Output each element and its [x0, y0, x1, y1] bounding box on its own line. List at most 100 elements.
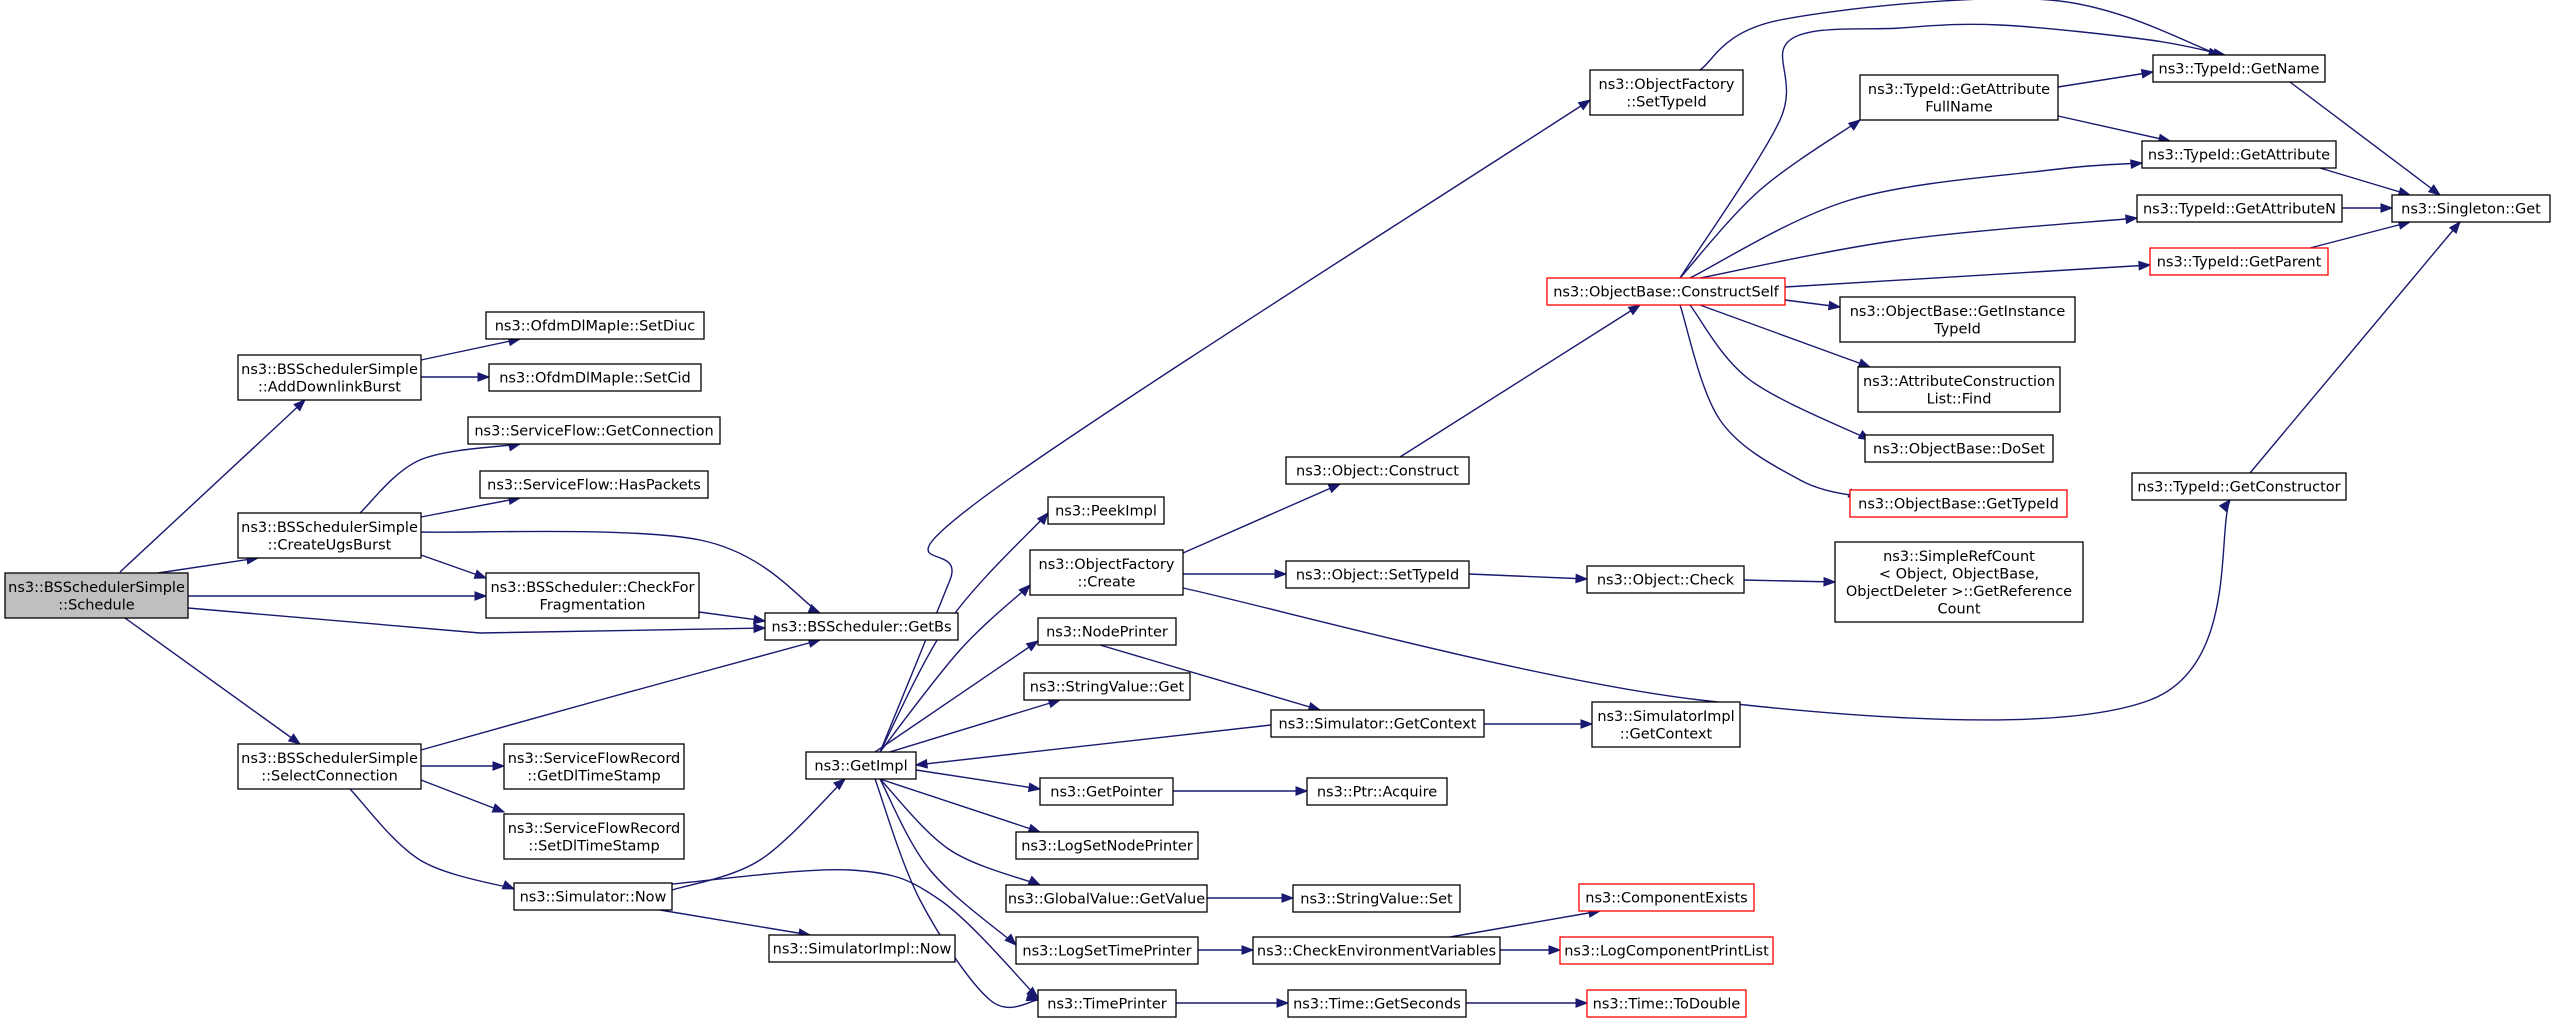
- edge-select_connection-to-get_dl_timestamp: [421, 761, 506, 771]
- node-create-ugs-burst[interactable]: ns3::BSSchedulerSimple::CreateUgsBurst: [237, 512, 422, 559]
- node-object-base-get-type-id[interactable]: ns3::ObjectBase::GetTypeId: [1849, 489, 2068, 518]
- node-box: [1015, 936, 1199, 965]
- node-simulator-get-context[interactable]: ns3::Simulator::GetContext: [1270, 709, 1485, 738]
- node-simple-ref-count-get-reference-count[interactable]: ns3::SimpleRefCount< Object, ObjectBase,…: [1834, 541, 2084, 623]
- node-box: [1287, 989, 1467, 1018]
- node-label: ns3::StringValue::Get: [1030, 680, 1185, 696]
- node-object-base-construct-self[interactable]: ns3::ObjectBase::ConstructSelf: [1546, 277, 1786, 306]
- node-object-factory-create[interactable]: ns3::ObjectFactory::Create: [1029, 549, 1184, 596]
- edge-type_id_get_attribute_full_name-to-type_id_get_attribute: [2057, 115, 2172, 144]
- node-select-connection[interactable]: ns3::BSSchedulerSimple::SelectConnection: [237, 743, 422, 790]
- node-singleton-get[interactable]: ns3::Singleton::Get: [2391, 194, 2551, 223]
- node-box: [1591, 701, 1741, 748]
- node-label: ns3::SimpleRefCount: [1883, 549, 2035, 565]
- node-object-construct[interactable]: ns3::Object::Construct: [1285, 456, 1470, 485]
- node-node-printer[interactable]: ns3::NodePrinter: [1037, 617, 1177, 646]
- node-string-value-set[interactable]: ns3::StringValue::Set: [1292, 884, 1461, 913]
- node-box: [1039, 777, 1174, 806]
- edge-object_base_construct_self-to-object_base_get_instance_type_id: [1784, 299, 1842, 311]
- node-box: [479, 470, 709, 499]
- node-label: ns3::GetImpl: [814, 759, 907, 775]
- node-simulator-impl-get-context[interactable]: ns3::SimulatorImpl::GetContext: [1591, 701, 1741, 748]
- node-label: ns3::BSSchedulerSimple: [241, 751, 418, 767]
- node-get-pointer[interactable]: ns3::GetPointer: [1039, 777, 1174, 806]
- node-box: [2131, 472, 2347, 501]
- edge-schedule-to-get_bs: [187, 607, 767, 634]
- node-object-factory-set-type-id[interactable]: ns3::ObjectFactory::SetTypeId: [1589, 69, 1744, 116]
- node-box: [467, 416, 721, 445]
- node-label: ns3::NodePrinter: [1046, 625, 1168, 641]
- node-log-set-node-printer[interactable]: ns3::LogSetNodePrinter: [1015, 831, 1199, 860]
- function-nodes: ns3::BSSchedulerSimple::Schedulens3::BSS…: [4, 54, 2551, 1018]
- node-label: ObjectDeleter >::GetReference: [1846, 584, 2072, 600]
- node-box: [4, 572, 189, 619]
- node-set-cid[interactable]: ns3::OfdmDlMapIe::SetCid: [488, 363, 702, 392]
- node-has-packets[interactable]: ns3::ServiceFlow::HasPackets: [479, 470, 709, 499]
- edge-time_get_seconds-to-time_to_double: [1466, 998, 1589, 1008]
- node-type-id-get-parent[interactable]: ns3::TypeId::GetParent: [2149, 247, 2329, 276]
- node-get-connection[interactable]: ns3::ServiceFlow::GetConnection: [467, 416, 721, 445]
- node-log-component-print-list[interactable]: ns3::LogComponentPrintList: [1559, 936, 1774, 965]
- edge-type_id_get_attribute_full_name-to-type_id_get_name: [2057, 68, 2155, 88]
- edge-time_printer-to-time_get_seconds: [1176, 998, 1290, 1008]
- node-box: [1285, 456, 1470, 485]
- edge-schedule-to-check_for_fragmentation: [188, 591, 488, 601]
- node-label: ns3::Ptr::Acquire: [1317, 785, 1437, 801]
- node-get-impl[interactable]: ns3::GetImpl: [805, 751, 917, 780]
- node-check-environment-variables[interactable]: ns3::CheckEnvironmentVariables: [1252, 936, 1501, 965]
- node-label: List::Find: [1927, 391, 1992, 407]
- node-box: [1005, 884, 1208, 913]
- edge-simulator_now-to-time_printer: [671, 868, 1040, 999]
- node-set-dl-timestamp[interactable]: ns3::ServiceFlowRecord::SetDlTimeStamp: [503, 813, 685, 860]
- node-get-bs[interactable]: ns3::BSScheduler::GetBs: [764, 612, 959, 641]
- node-simulator-impl-now[interactable]: ns3::SimulatorImpl::Now: [768, 934, 956, 963]
- node-label: ::GetContext: [1620, 726, 1713, 742]
- node-label: ns3::ServiceFlowRecord: [508, 751, 681, 767]
- node-label: ::SetDlTimeStamp: [528, 838, 659, 854]
- node-object-base-do-set[interactable]: ns3::ObjectBase::DoSet: [1864, 434, 2054, 463]
- node-time-printer[interactable]: ns3::TimePrinter: [1037, 989, 1177, 1018]
- node-set-diuc[interactable]: ns3::OfdmDlMapIe::SetDiuc: [485, 311, 705, 340]
- edge-type_id_get_constructor-to-singleton_get: [2249, 220, 2461, 474]
- node-peek-impl[interactable]: ns3::PeekImpl: [1047, 496, 1165, 525]
- node-box: [513, 882, 673, 911]
- node-time-to-double[interactable]: ns3::Time::ToDouble: [1586, 989, 1747, 1018]
- node-simulator-now[interactable]: ns3::Simulator::Now: [513, 882, 673, 911]
- edge-object_check-to-simple_ref_count_get_reference_count: [1743, 576, 1837, 587]
- edge-schedule-to-select_connection: [124, 617, 302, 745]
- node-object-check[interactable]: ns3::Object::Check: [1586, 565, 1745, 594]
- node-global-value-get-value[interactable]: ns3::GlobalValue::GetValue: [1005, 884, 1208, 913]
- node-label: ns3::Time::GetSeconds: [1293, 997, 1461, 1013]
- node-label: FullName: [1925, 99, 1993, 115]
- edge-type_id_get_parent-to-singleton_get: [2309, 220, 2412, 249]
- node-log-set-time-printer[interactable]: ns3::LogSetTimePrinter: [1015, 936, 1199, 965]
- node-label: ns3::Singleton::Get: [2401, 202, 2541, 218]
- node-string-value-get[interactable]: ns3::StringValue::Get: [1023, 672, 1191, 701]
- node-schedule[interactable]: ns3::BSSchedulerSimple::Schedule: [4, 572, 189, 619]
- edge-global_value_get_value-to-string_value_set: [1207, 893, 1295, 903]
- node-ptr-acquire[interactable]: ns3::Ptr::Acquire: [1306, 777, 1448, 806]
- node-type-id-get-name[interactable]: ns3::TypeId::GetName: [2152, 54, 2326, 83]
- node-time-get-seconds[interactable]: ns3::Time::GetSeconds: [1287, 989, 1467, 1018]
- edge-get_impl-to-string_value_get: [879, 698, 1062, 756]
- node-box: [2136, 194, 2343, 223]
- node-label: ns3::TypeId::GetConstructor: [2137, 480, 2340, 496]
- node-label: ::Create: [1078, 574, 1136, 590]
- node-box: [1037, 989, 1177, 1018]
- node-label: ns3::Simulator::GetContext: [1279, 717, 1477, 733]
- node-component-exists[interactable]: ns3::ComponentExists: [1578, 883, 1755, 912]
- node-add-downlink-burst[interactable]: ns3::BSSchedulerSimple::AddDownlinkBurst: [237, 354, 422, 401]
- node-label: ns3::ObjectBase::ConstructSelf: [1553, 285, 1779, 301]
- node-get-dl-timestamp[interactable]: ns3::ServiceFlowRecord::GetDlTimeStamp: [503, 743, 685, 790]
- node-type-id-get-constructor[interactable]: ns3::TypeId::GetConstructor: [2131, 472, 2347, 501]
- node-type-id-get-attribute-n[interactable]: ns3::TypeId::GetAttributeN: [2136, 194, 2343, 223]
- node-object-set-type-id[interactable]: ns3::Object::SetTypeId: [1285, 560, 1470, 589]
- node-label: ns3::PeekImpl: [1055, 504, 1157, 520]
- node-type-id-get-attribute[interactable]: ns3::TypeId::GetAttribute: [2141, 140, 2337, 169]
- edge-select_connection-to-get_bs: [420, 638, 822, 751]
- edge-object_construct-to-object_base_construct_self: [1399, 304, 1642, 458]
